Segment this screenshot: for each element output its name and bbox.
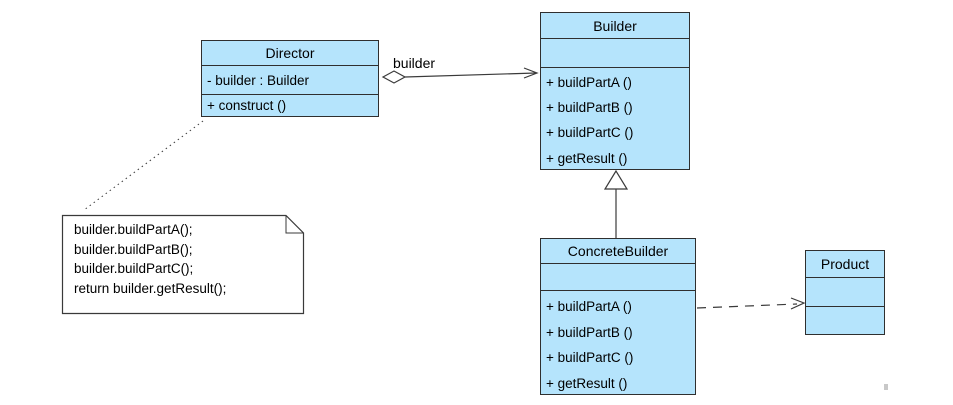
- class-director-attributes: - builder : Builder: [202, 66, 378, 95]
- method-item: + buildPartA (): [546, 299, 632, 314]
- method-item: + buildPartC (): [546, 350, 634, 365]
- method-item: + construct (): [207, 98, 287, 113]
- aggregation-diamond-icon: [381, 70, 407, 84]
- class-product-attributes: [806, 278, 884, 307]
- class-builder[interactable]: Builder + buildPartA () + buildPartB () …: [540, 12, 690, 170]
- method-item: + buildPartB (): [546, 324, 633, 340]
- class-concrete-builder-methods: + buildPartA () + buildPartB () + buildP…: [541, 291, 695, 394]
- association-arrowhead-icon: [523, 67, 539, 79]
- note-fold-icon: [285, 215, 304, 234]
- method-item: + buildPartB (): [546, 100, 633, 116]
- class-director-title: Director: [202, 41, 378, 66]
- stray-mark: [884, 384, 888, 390]
- class-concrete-builder[interactable]: ConcreteBuilder + buildPartA () + buildP…: [540, 238, 696, 395]
- class-builder-title: Builder: [541, 13, 689, 39]
- note-line: builder.buildPartA();: [74, 222, 193, 237]
- method-item: + buildPartA (): [546, 75, 632, 90]
- method-item: + getResult (): [546, 375, 628, 391]
- attribute-item: - builder : Builder: [207, 72, 310, 88]
- dependency-arrowhead-icon: [790, 297, 806, 310]
- note-shape[interactable]: [61, 214, 305, 315]
- class-builder-methods: + buildPartA () + buildPartB () + buildP…: [541, 68, 689, 169]
- class-concrete-builder-attributes: [541, 264, 695, 291]
- class-product-methods: [806, 307, 884, 333]
- class-concrete-builder-title: ConcreteBuilder: [541, 239, 695, 264]
- method-item: + getResult (): [546, 150, 628, 166]
- method-item: + buildPartC (): [546, 125, 634, 141]
- association-label: builder: [393, 55, 435, 71]
- code-note[interactable]: builder.buildPartA(); builder.buildPartB…: [74, 220, 226, 298]
- class-product-title: Product: [806, 251, 884, 278]
- note-anchor-edge[interactable]: [83, 120, 204, 211]
- class-product[interactable]: Product: [805, 250, 885, 335]
- class-director[interactable]: Director - builder : Builder + construct…: [201, 40, 379, 117]
- generalization-triangle-icon: [603, 169, 629, 190]
- note-line: builder.buildPartB();: [74, 241, 193, 257]
- class-builder-attributes: [541, 39, 689, 68]
- note-line: return builder.getResult();: [74, 280, 227, 296]
- association-edge[interactable]: [404, 72, 537, 78]
- dependency-edge[interactable]: [696, 303, 798, 309]
- class-director-methods: + construct (): [202, 95, 378, 116]
- note-line: builder.buildPartC();: [74, 261, 194, 276]
